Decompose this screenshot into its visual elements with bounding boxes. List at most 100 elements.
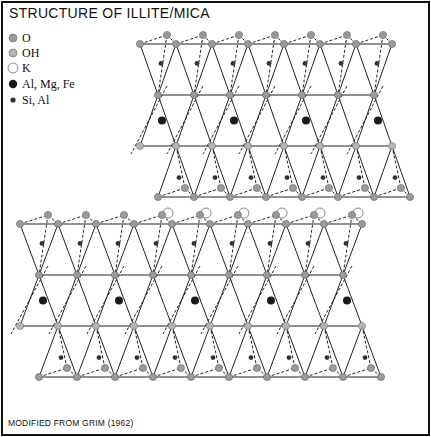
polyhedron-edge <box>302 197 338 198</box>
oxygen-atom <box>253 364 260 371</box>
polyhedron-edge <box>20 224 39 275</box>
tetrahedral-cation <box>40 241 45 246</box>
polyhedron-edge <box>230 197 266 198</box>
oxygen-atom <box>361 184 368 191</box>
hidden-edge <box>324 215 352 224</box>
polyhedron-edge <box>172 224 191 275</box>
polyhedron-edge <box>248 146 266 197</box>
oxygen-atom <box>190 91 197 98</box>
polyhedron-edge <box>286 224 305 275</box>
hidden-edge <box>320 35 347 44</box>
polyhedron-edge <box>374 146 392 197</box>
hidden-edge <box>77 368 105 377</box>
hidden-edge <box>230 188 257 197</box>
oxygen-atom <box>253 184 260 191</box>
oxygen-atom <box>196 211 203 218</box>
tetrahedral-cation <box>306 241 311 246</box>
hidden-edge <box>87 266 124 334</box>
polyhedron-edge <box>248 224 286 225</box>
polyhedron-edge <box>230 95 248 146</box>
polyhedron-edge <box>320 146 338 197</box>
polyhedron-edge <box>212 146 230 197</box>
polyhedron-edge <box>194 95 230 96</box>
polyhedron-edge <box>212 146 248 147</box>
oxygen-atom <box>16 220 23 227</box>
tetrahedral-cation <box>78 241 83 246</box>
hidden-edge <box>266 188 293 197</box>
hydroxyl-atom <box>206 322 213 329</box>
hidden-edge <box>239 86 275 154</box>
oxygen-atom <box>263 373 270 380</box>
polyhedron-edge <box>266 146 284 197</box>
oxygen-atom <box>187 373 194 380</box>
hidden-edge <box>229 368 257 377</box>
oxygen-atom <box>73 271 80 278</box>
polyhedron-edge <box>286 275 305 326</box>
legend-dot <box>9 49 17 57</box>
polyhedron-edge <box>324 326 343 377</box>
oxygen-atom <box>44 211 51 218</box>
polyhedron-edge <box>229 377 267 378</box>
polyhedron-edge <box>158 146 176 197</box>
polyhedron-edge <box>140 44 176 45</box>
polyhedron-edge <box>153 224 172 275</box>
oxygen-atom <box>225 373 232 380</box>
hidden-edge <box>311 86 347 154</box>
hidden-edge <box>248 215 276 224</box>
polyhedron-edge <box>356 44 392 45</box>
oxygen-atom <box>35 373 42 380</box>
hidden-edge <box>176 146 185 188</box>
polyhedron-edge <box>343 326 362 377</box>
hydroxyl-atom <box>358 322 365 329</box>
polyhedron-edge <box>158 197 194 198</box>
polyhedron-edge <box>77 224 96 275</box>
polyhedron-edge <box>230 146 248 197</box>
polyhedron-edge <box>58 224 96 225</box>
oxygen-atom <box>172 40 179 47</box>
polyhedron-edge <box>267 326 286 377</box>
hidden-edge <box>320 146 329 188</box>
oxygen-atom <box>235 31 242 38</box>
octahedral-cation <box>39 297 47 305</box>
polyhedron-edge <box>153 275 172 326</box>
polyhedron-edge <box>284 146 302 197</box>
polyhedron-edge <box>39 224 58 275</box>
hidden-edge <box>267 368 295 377</box>
polyhedron-edge <box>356 146 392 147</box>
polyhedron-edge <box>248 326 286 327</box>
polyhedron-edge <box>176 44 194 95</box>
polyhedron-edge <box>134 326 153 377</box>
polyhedron-edge <box>58 275 77 326</box>
legend-swatch <box>6 61 20 75</box>
tetrahedral-cation <box>135 355 140 360</box>
polyhedron-edge <box>324 224 343 275</box>
oxygen-atom <box>168 220 175 227</box>
oxygen-atom <box>310 211 317 218</box>
hydroxyl-atom <box>54 322 61 329</box>
tetrahedral-cation <box>159 61 164 66</box>
polyhedron-edge <box>96 326 134 327</box>
oxygen-atom <box>352 40 359 47</box>
tetrahedral-cation <box>230 241 235 246</box>
oxygen-atom <box>298 193 305 200</box>
oxygen-atom <box>329 364 336 371</box>
tetrahedral-cation <box>321 175 326 180</box>
hydroxyl-atom <box>92 322 99 329</box>
oxygen-atom <box>73 373 80 380</box>
hidden-edge <box>277 266 314 334</box>
polyhedron-edge <box>39 377 77 378</box>
oxygen-atom <box>154 91 161 98</box>
polyhedron-edge <box>210 224 229 275</box>
oxygen-atom <box>379 31 386 38</box>
oxygen-atom <box>367 364 374 371</box>
legend-label: Al, Mg, Fe <box>22 77 75 91</box>
octahedral-cation <box>302 117 310 125</box>
polyhedron-edge <box>191 224 210 275</box>
polyhedron-edge <box>115 275 153 276</box>
hidden-edge <box>210 326 219 368</box>
tetrahedral-cation <box>231 61 236 66</box>
hidden-edge <box>356 35 383 44</box>
polyhedron-edge <box>172 224 210 225</box>
polyhedron-edge <box>134 224 172 225</box>
polyhedron-edge <box>134 275 153 326</box>
